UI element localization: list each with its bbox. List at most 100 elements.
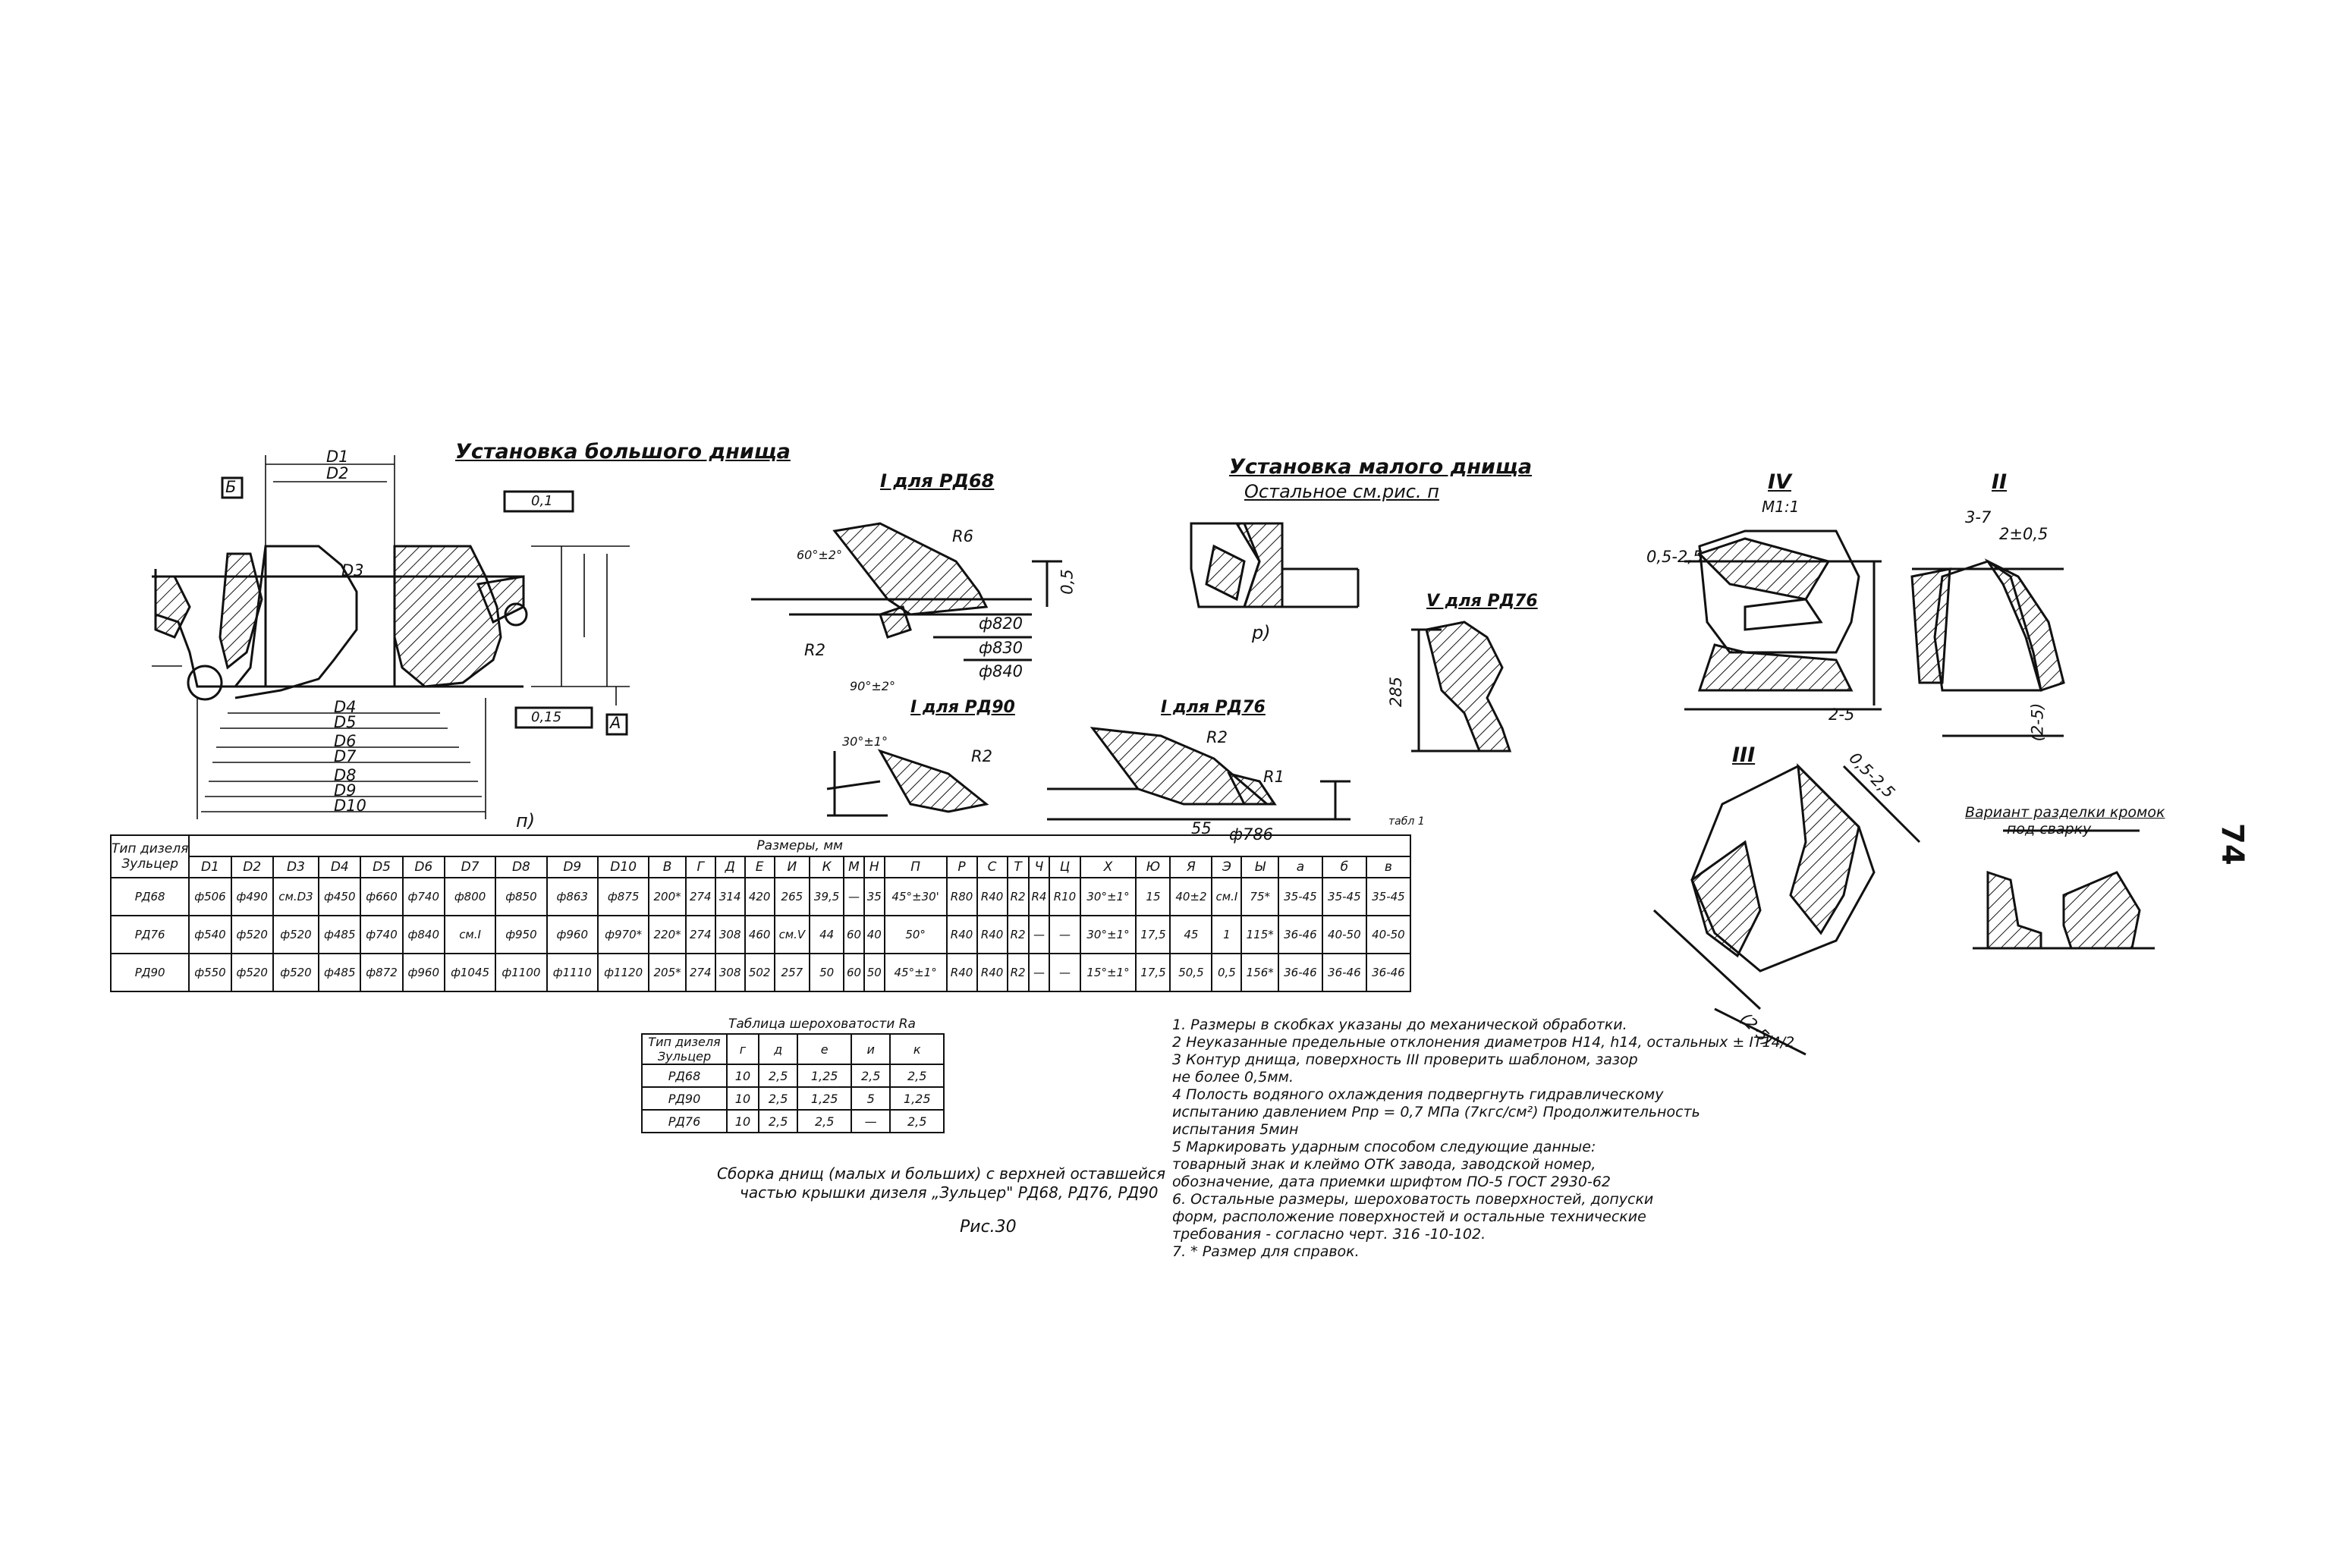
table-column-header: Г — [684, 856, 716, 878]
dim-phi820: ф820 — [979, 614, 1024, 633]
title-edge-variant: Вариант разделки кромок — [1965, 804, 2165, 821]
table-cell: 274 — [684, 953, 716, 992]
table-cell: R40 — [945, 915, 978, 954]
tol-01: 0,1 — [531, 493, 553, 509]
scale-detail-IV: M1:1 — [1762, 498, 1800, 516]
rough-column-header: г — [726, 1033, 759, 1065]
dim-d7: D7 — [334, 747, 357, 765]
dim-h05: 0,5 — [1058, 569, 1077, 595]
table-cell: 17,5 — [1135, 953, 1171, 992]
note-line: 5 Маркировать ударным способом следующие… — [1172, 1139, 1596, 1155]
table-cell: ф520 — [230, 953, 274, 992]
table-cell: R40 — [976, 915, 1008, 954]
rough-cell: 10 — [726, 1109, 759, 1133]
table-cell: R2 — [1006, 953, 1030, 992]
table-cell: 45°±1° — [883, 953, 948, 992]
table-cell: ф863 — [546, 877, 599, 916]
table-cell: 40 — [863, 915, 885, 954]
table-header-group: Размеры, мм — [188, 834, 1411, 857]
dim-2-5p-II: (2-5) — [2028, 702, 2047, 742]
table-column-header: D7 — [443, 856, 497, 878]
table-column-header: б — [1321, 856, 1367, 878]
technical-notes: 1. Размеры в скобках указаны до механиче… — [1172, 1017, 1794, 1261]
table-column-header: а — [1277, 856, 1323, 878]
table-cell: ф520 — [230, 915, 274, 954]
table-cell: ф960 — [401, 953, 445, 992]
table-cell: — — [1049, 915, 1081, 954]
table-column-header: Р — [945, 856, 978, 878]
table-column-header: В — [648, 856, 687, 878]
rough-row-name: РД90 — [641, 1086, 728, 1111]
table1-mark: табл 1 — [1388, 815, 1425, 828]
table-column-header: Д — [714, 856, 746, 878]
dim-d6: D6 — [334, 732, 357, 750]
table-cell: ф800 — [443, 877, 497, 916]
big-bottom-assembly — [152, 455, 630, 819]
table-column-header: Ю — [1135, 856, 1171, 878]
table-cell: R40 — [976, 953, 1008, 992]
note-line: 2 Неуказанные предельные отклонения диам… — [1172, 1034, 1795, 1051]
rough-cell: 10 — [726, 1086, 759, 1111]
table-cell: см.D3 — [272, 877, 320, 916]
table-cell: 265 — [773, 877, 811, 916]
table-cell: ф875 — [596, 877, 650, 916]
table-column-header: D10 — [596, 856, 650, 878]
table-cell: 50° — [883, 915, 948, 954]
table-column-header: в — [1365, 856, 1412, 878]
dim-r2-rd90: R2 — [971, 747, 992, 765]
note-line: испытания 5мин — [1172, 1121, 1299, 1138]
table-cell: R2 — [1006, 915, 1030, 954]
dim-angle-60: 60°±2° — [797, 548, 842, 562]
detail-II — [1910, 558, 2065, 737]
table-column-header: Ц — [1049, 856, 1081, 878]
table-cell: 274 — [684, 877, 716, 916]
table-cell: 50 — [863, 953, 885, 992]
rough-cell: 2,5 — [757, 1109, 799, 1133]
table-cell: ф520 — [272, 915, 320, 954]
table-cell: ф970* — [596, 915, 650, 954]
table-cell: 115* — [1240, 915, 1279, 954]
dim-d1: D1 — [326, 448, 349, 466]
table-cell: 50 — [809, 953, 845, 992]
dim-d8: D8 — [334, 766, 357, 784]
table-cell: 15 — [1135, 877, 1171, 916]
table-cell: R2 — [1006, 877, 1030, 916]
table-cell: — — [1027, 953, 1051, 992]
table-cell: 75* — [1240, 877, 1279, 916]
rough-cell: 2,5 — [757, 1086, 799, 1111]
rough-cell: 2,5 — [757, 1064, 799, 1088]
table-cell: 39,5 — [809, 877, 845, 916]
subtitle-small-bottom: Остальное см.рис. п — [1244, 481, 1439, 502]
table-cell: ф840 — [401, 915, 445, 954]
table-cell: см.V — [773, 915, 811, 954]
table-cell: 40-50 — [1321, 915, 1367, 954]
flat-015: 0,15 — [531, 709, 562, 725]
detail-I-rd68 — [751, 522, 1062, 661]
table-cell: ф485 — [318, 953, 362, 992]
table-cell: 36-46 — [1365, 953, 1412, 992]
table-column-header: Э — [1211, 856, 1243, 878]
table-cell: 35-45 — [1365, 877, 1412, 916]
title-detail-V-rd76: V для РД76 — [1426, 592, 1538, 611]
table-column-header: Н — [863, 856, 885, 878]
table-cell: ф1110 — [546, 953, 599, 992]
table-column-header: Х — [1079, 856, 1137, 878]
dim-angle-90: 90°±2° — [850, 679, 895, 693]
title-detail-I-rd90: I для РД90 — [910, 698, 1015, 717]
table-cell: — — [1027, 915, 1051, 954]
table-cell: ф740 — [360, 915, 404, 954]
title-detail-II: II — [1992, 470, 2008, 494]
roughness-table-title: Таблица шероховатости Ra — [728, 1017, 916, 1032]
table-cell: 314 — [714, 877, 746, 916]
table-column-header: Ч — [1027, 856, 1051, 878]
rough-cell: 2,5 — [889, 1064, 945, 1088]
table-cell: см.I — [443, 915, 497, 954]
dim-2-5-IV: 2-5 — [1828, 705, 1855, 724]
rough-cell: 2,5 — [797, 1109, 852, 1133]
figure-number: Рис.30 — [960, 1218, 1017, 1236]
rough-row-name: РД68 — [641, 1064, 728, 1088]
detail-V-rd76 — [1411, 621, 1512, 753]
table-cell: ф485 — [318, 915, 362, 954]
title-detail-IV: IV — [1768, 470, 1791, 494]
